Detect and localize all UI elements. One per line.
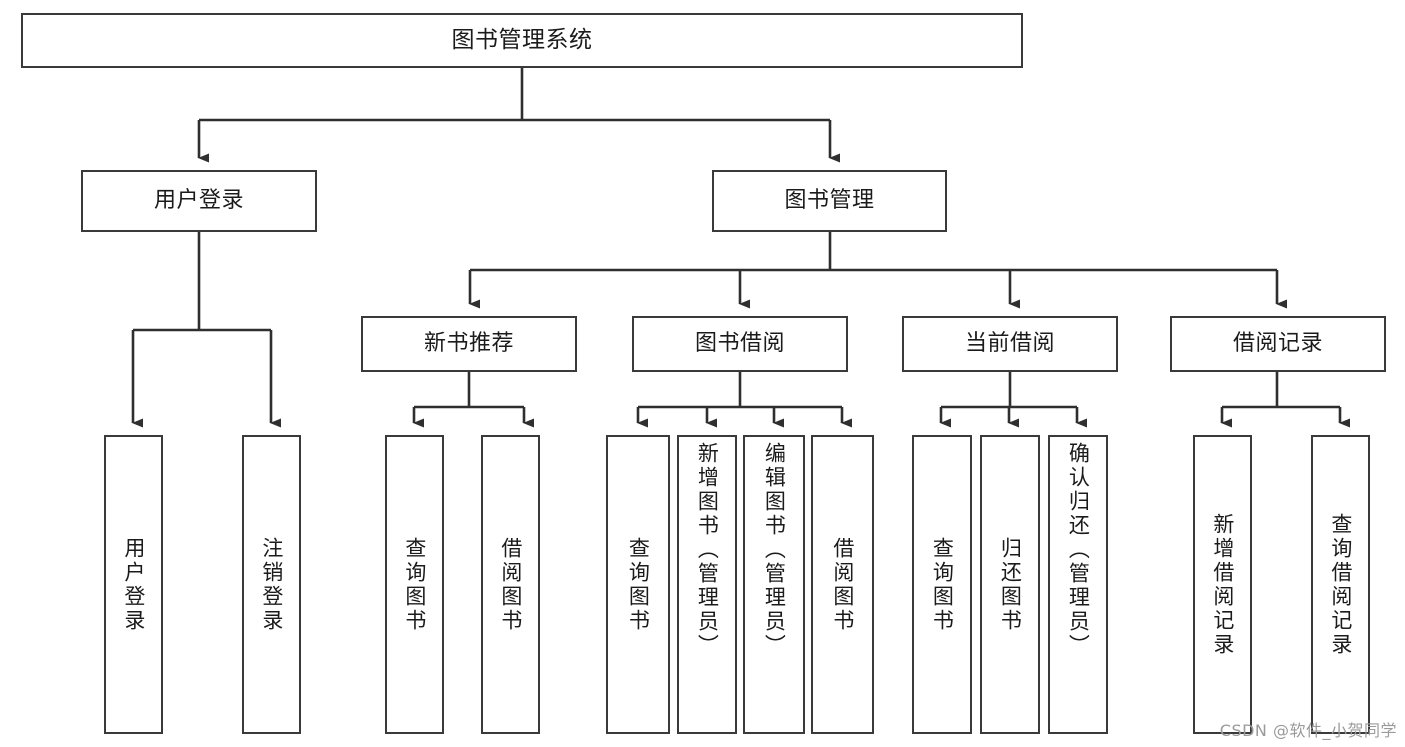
leaf-query-book-current[interactable]: 查询图书 xyxy=(912,435,972,734)
node-user-login[interactable]: 用户登录 xyxy=(81,170,317,232)
node-label: 查询图书 xyxy=(626,536,651,633)
node-label: 借阅记录 xyxy=(1232,331,1323,357)
node-label: 查询借阅记录 xyxy=(1328,512,1353,657)
node-borrow-records[interactable]: 借阅记录 xyxy=(1170,316,1386,372)
leaf-return-book[interactable]: 归还图书 xyxy=(980,435,1040,734)
node-label: 新书推荐 xyxy=(423,331,514,357)
node-label: 图书管理 xyxy=(784,188,875,214)
leaf-add-book-admin[interactable]: 新增图书（管理员） xyxy=(677,435,737,734)
node-label: 用户登录 xyxy=(121,536,146,633)
node-label: 当前借阅 xyxy=(964,331,1055,357)
node-label: 注销登录 xyxy=(259,536,284,633)
node-label: 用户登录 xyxy=(153,188,244,214)
leaf-logout[interactable]: 注销登录 xyxy=(242,435,301,734)
node-label: 借阅图书 xyxy=(498,536,523,633)
leaf-add-borrow-record[interactable]: 新增借阅记录 xyxy=(1193,435,1252,734)
node-label: 归还图书 xyxy=(998,536,1023,633)
leaf-query-borrow-record[interactable]: 查询借阅记录 xyxy=(1311,435,1370,734)
leaf-borrow-book[interactable]: 借阅图书 xyxy=(811,435,874,734)
node-label: 图书管理系统 xyxy=(451,26,593,53)
node-label: 图书借阅 xyxy=(694,331,785,357)
leaf-confirm-return-admin[interactable]: 确认归还（管理员） xyxy=(1048,435,1108,734)
node-label: 编辑图书（管理员） xyxy=(762,442,787,658)
leaf-query-book-recommend[interactable]: 查询图书 xyxy=(385,435,444,734)
node-label: 查询图书 xyxy=(930,536,955,633)
node-root-system[interactable]: 图书管理系统 xyxy=(21,13,1023,68)
node-label: 新增图书（管理员） xyxy=(695,442,720,658)
leaf-query-book-borrow[interactable]: 查询图书 xyxy=(606,435,670,734)
node-book-borrow[interactable]: 图书借阅 xyxy=(632,316,848,372)
node-label: 确认归还（管理员） xyxy=(1066,442,1091,658)
node-current-borrow[interactable]: 当前借阅 xyxy=(902,316,1118,372)
node-new-book-recommend[interactable]: 新书推荐 xyxy=(361,316,577,372)
leaf-user-login[interactable]: 用户登录 xyxy=(104,435,163,734)
node-label: 借阅图书 xyxy=(830,536,855,633)
leaf-borrow-book-recommend[interactable]: 借阅图书 xyxy=(481,435,540,734)
node-book-management[interactable]: 图书管理 xyxy=(712,170,947,232)
watermark-text: CSDN @软件_小贺同学 xyxy=(1219,721,1397,740)
leaf-edit-book-admin[interactable]: 编辑图书（管理员） xyxy=(743,435,805,734)
node-label: 新增借阅记录 xyxy=(1210,512,1235,657)
node-label: 查询图书 xyxy=(402,536,427,633)
